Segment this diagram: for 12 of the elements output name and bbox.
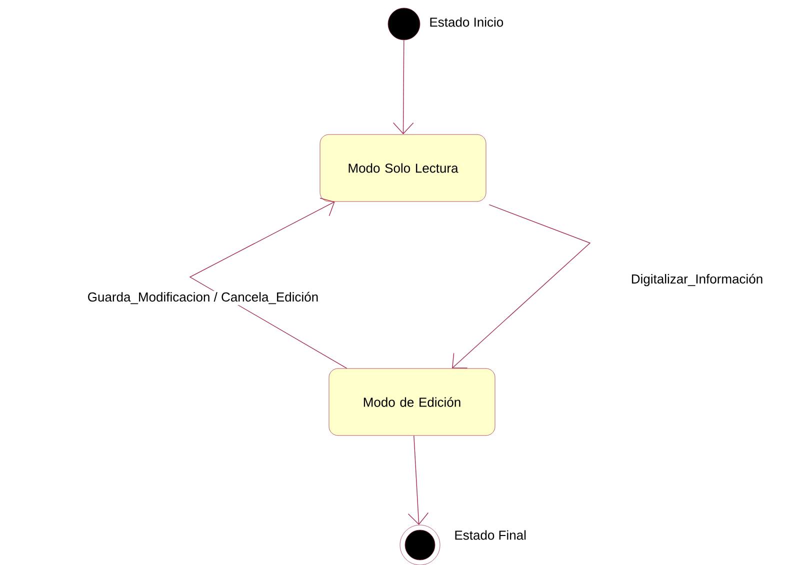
edge-label: Digitalizar_Información xyxy=(630,272,764,288)
initial-state xyxy=(388,8,420,40)
arrow xyxy=(408,435,429,525)
state-label: Estado Final xyxy=(455,530,526,540)
state-label: Estado Inicio xyxy=(430,17,504,27)
arrow xyxy=(452,204,591,368)
edge-label: Guarda_Modificacion / Cancela_Edición xyxy=(86,290,320,306)
state-box: Modo de Edición xyxy=(328,368,496,436)
final-state xyxy=(400,524,440,565)
arrow xyxy=(189,198,348,369)
arrow xyxy=(392,40,414,134)
state-box: Modo Solo Lectura xyxy=(320,134,486,202)
